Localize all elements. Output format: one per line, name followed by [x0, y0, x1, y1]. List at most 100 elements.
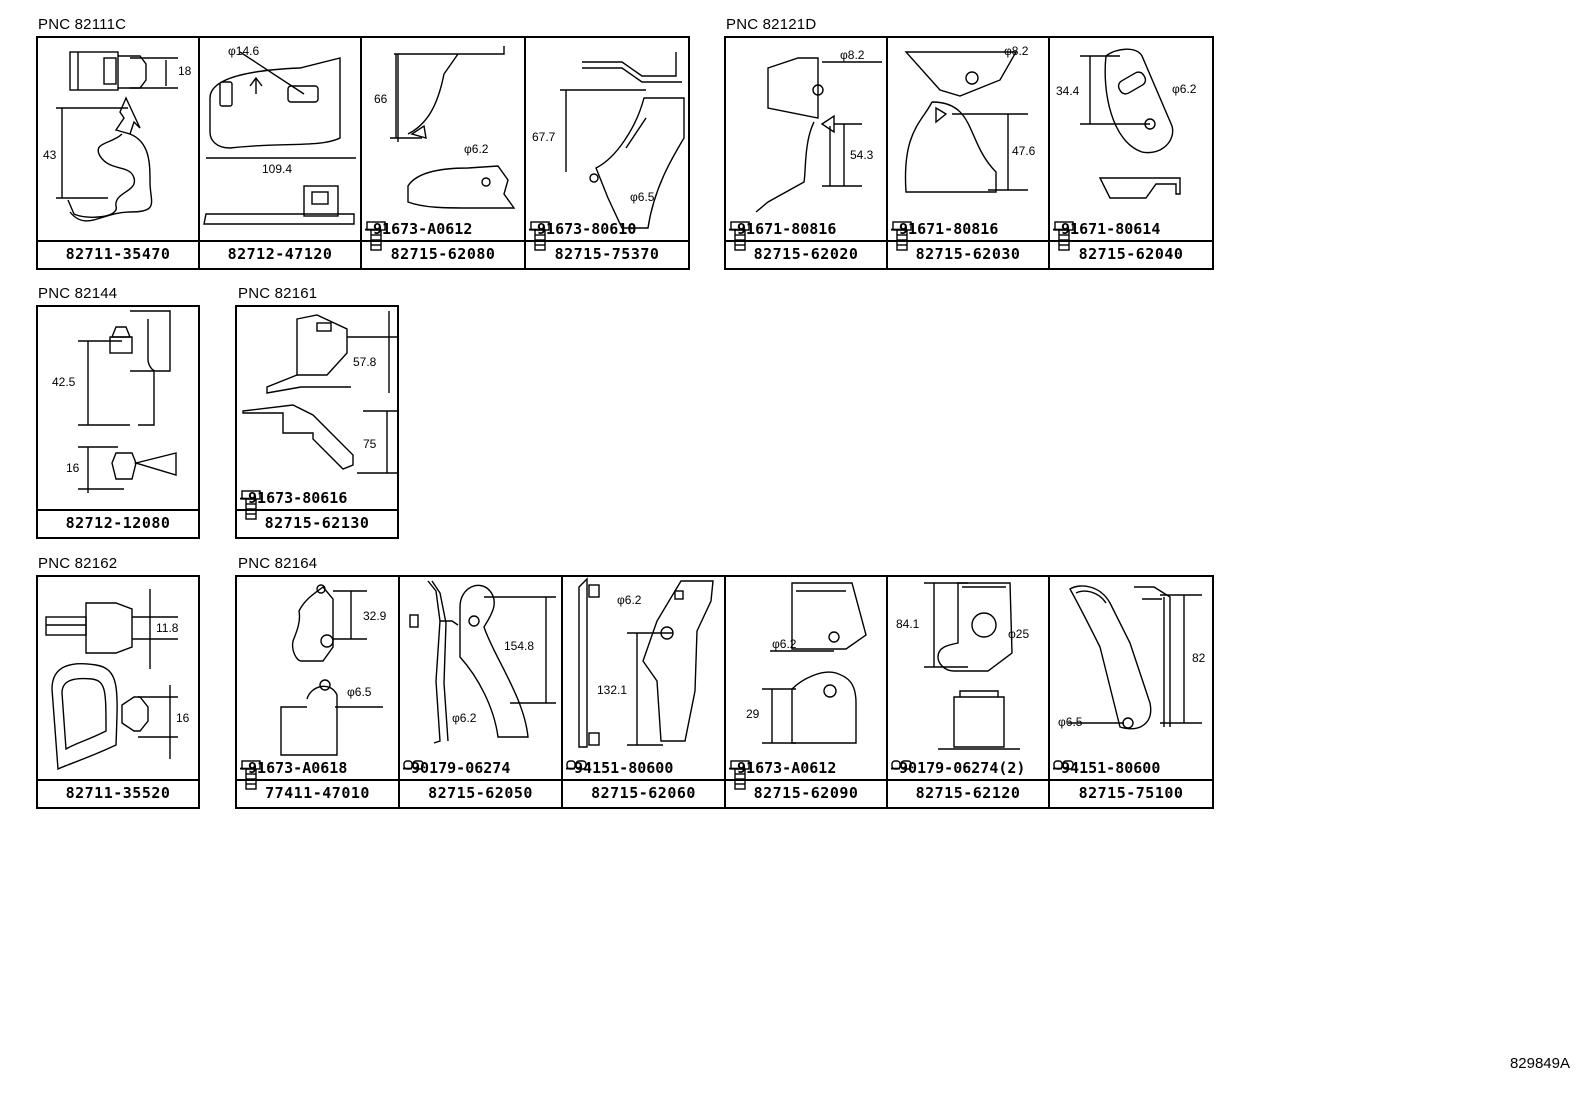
dimension-label: 66: [374, 92, 388, 106]
part-cell[interactable]: 18 43 82711-35470: [36, 36, 200, 270]
bolt-callout[interactable]: —91671-80816: [729, 220, 837, 251]
part-cell[interactable]: 66 φ6.2 —91673-A0612 82715-62080: [360, 36, 526, 270]
part-cell[interactable]: 154.8 φ6.2 —90179-06274 82715-62050: [398, 575, 563, 809]
bolt-part-number: 91673-A0612: [737, 759, 837, 777]
part-number[interactable]: 82715-62120: [888, 779, 1048, 807]
part-number[interactable]: 82715-62020: [726, 240, 886, 268]
dimension-label: 109.4: [262, 162, 293, 176]
bolt-callout[interactable]: —94151-80600: [1053, 759, 1161, 777]
part-cell[interactable]: 34.4 φ6.2 —91671-80614 82715-62040: [1048, 36, 1214, 270]
bolt-part-number: 91673-A0618: [248, 759, 348, 777]
part-cell[interactable]: φ14.6 109.4 82712-47120: [198, 36, 362, 270]
dimension-label: 42.5: [52, 375, 76, 389]
part-number[interactable]: 82715-62090: [726, 779, 886, 807]
part-number[interactable]: 77411-47010: [237, 779, 398, 807]
part-number[interactable]: 82715-75100: [1050, 779, 1212, 807]
pnc-label-82111c: PNC 82111C: [38, 16, 127, 33]
part-number[interactable]: 82715-62040: [1050, 240, 1212, 268]
bolt-callout[interactable]: —91673-80610: [529, 220, 637, 251]
pnc-label-82162: PNC 82162: [38, 555, 118, 572]
part-number[interactable]: 82712-47120: [200, 240, 360, 268]
bracket-drawing: [1080, 48, 1181, 199]
part-cell[interactable]: 32.9 φ6.5 —91673-A0618 77411-47010: [235, 575, 400, 809]
dimension-label: 34.4: [1056, 84, 1080, 98]
dimension-label: 67.7: [532, 130, 556, 144]
dimension-label: φ6.5: [1058, 715, 1083, 729]
dimension-label: 84.1: [896, 617, 920, 631]
dimension-label: 43: [43, 148, 57, 162]
bracket-drawing: [203, 51, 356, 225]
dimension-label: 16: [66, 461, 80, 475]
dimension-label: 75: [363, 437, 377, 451]
bolt-callout[interactable]: —91671-80614: [1053, 220, 1161, 251]
bolt-callout[interactable]: —91673-80616: [240, 489, 347, 520]
bracket-drawing: [409, 580, 556, 744]
part-cell[interactable]: 57.8 75 —91673-80616 82715-62130: [235, 305, 399, 539]
pnc-label-82161: PNC 82161: [238, 285, 318, 302]
dimension-label: φ6.2: [1172, 82, 1197, 96]
clip-pin-icon: [566, 760, 587, 770]
bolt-part-number: 90179-06274: [411, 759, 511, 777]
part-number[interactable]: 82711-35470: [38, 240, 198, 268]
dimension-label: 57.8: [353, 355, 377, 369]
clip-drawing: [56, 51, 178, 222]
bracket-drawing: [560, 52, 685, 229]
bolt-part-number: 94151-80600: [574, 759, 674, 777]
bolt-callout[interactable]: —91673-A0618: [240, 759, 348, 790]
dimension-label: φ6.5: [630, 190, 655, 204]
bolt-part-number: 91671-80614: [1061, 220, 1161, 238]
bolt-part-number: 91673-A0612: [373, 220, 473, 238]
bracket-drawing: [755, 57, 882, 213]
bolt-callout[interactable]: —90179-06274: [403, 759, 511, 777]
dimension-label: φ6.2: [464, 142, 489, 156]
clip-drawing: [45, 589, 178, 771]
dimension-label: φ8.2: [840, 48, 865, 62]
dimension-label: φ14.6: [228, 44, 260, 58]
dimension-label: φ6.5: [347, 685, 372, 699]
drawing-code: 829849A: [1509, 1055, 1570, 1072]
dimension-label: φ6.2: [452, 711, 477, 725]
bracket-drawing: [280, 584, 383, 756]
part-number[interactable]: 82711-35520: [38, 779, 198, 807]
part-cell[interactable]: 67.7 φ6.5 —91673-80610 82715-75370: [524, 36, 690, 270]
dimension-label: φ6.2: [772, 637, 797, 651]
part-cell[interactable]: φ6.2 132.1 —94151-80600 82715-62060: [561, 575, 726, 809]
bolt-part-number: 91671-80816: [737, 220, 837, 238]
part-number[interactable]: 82715-62060: [563, 779, 724, 807]
dimension-label: 132.1: [597, 683, 628, 697]
part-number[interactable]: 82715-62080: [362, 240, 524, 268]
bolt-callout[interactable]: —94151-80600: [566, 759, 674, 777]
bolt-callout[interactable]: —91673-A0612: [729, 759, 837, 790]
part-number[interactable]: 82712-12080: [38, 509, 198, 537]
dimension-label: φ25: [1008, 627, 1030, 641]
part-number[interactable]: 82715-75370: [526, 240, 688, 268]
dimension-label: 54.3: [850, 148, 874, 162]
clip-drawing: [78, 310, 177, 493]
part-cell[interactable]: φ8.2 54.3 —91671-80816 82715-62020: [724, 36, 888, 270]
part-cell[interactable]: 11.8 16 82711-35520: [36, 575, 200, 809]
bolt-part-number: 90179-06274(2): [899, 759, 1026, 777]
part-cell[interactable]: 42.5 16 82712-12080: [36, 305, 200, 539]
part-number[interactable]: 82715-62130: [237, 509, 397, 537]
bolt-callout[interactable]: —90179-06274(2): [891, 759, 1026, 777]
part-cell[interactable]: 84.1 φ25 —90179-06274(2) 82715-62120: [886, 575, 1050, 809]
part-number[interactable]: 82715-62030: [888, 240, 1048, 268]
part-cell[interactable]: φ8.2 47.6 —91671-80816 82715-62030: [886, 36, 1050, 270]
bracket-drawing: [390, 46, 516, 209]
dimension-label: 47.6: [1012, 144, 1036, 158]
bracket-drawing: [1068, 585, 1202, 730]
bracket-drawing: [924, 582, 1020, 750]
pnc-label-82164: PNC 82164: [238, 555, 318, 572]
part-number[interactable]: 82715-62050: [400, 779, 561, 807]
dimension-label: 16: [176, 711, 190, 725]
bolt-part-number: 91671-80816: [899, 220, 999, 238]
bolt-callout[interactable]: —91673-A0612: [365, 220, 473, 251]
bolt-part-number: 91673-80610: [537, 220, 637, 238]
bolt-callout[interactable]: —91671-80816: [891, 220, 999, 251]
part-cell[interactable]: 82 φ6.5 —94151-80600 82715-75100: [1048, 575, 1214, 809]
bracket-drawing: [762, 582, 867, 744]
dimension-label: 32.9: [363, 609, 387, 623]
dimension-label: 11.8: [156, 621, 179, 635]
dimension-label: φ8.2: [1004, 44, 1029, 58]
part-cell[interactable]: φ6.2 29 —91673-A0612 82715-62090: [724, 575, 888, 809]
